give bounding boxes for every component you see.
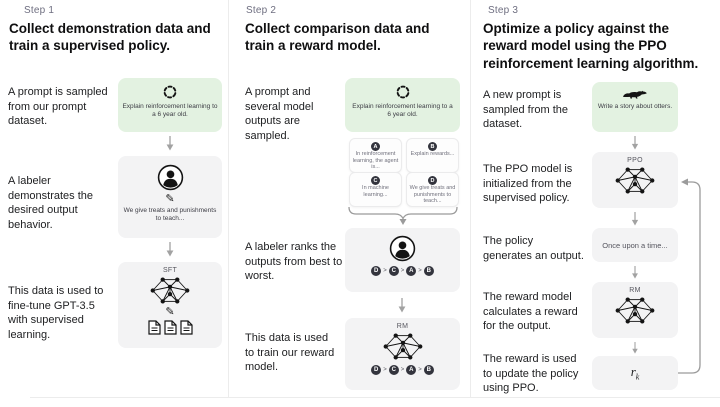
step1-title: Collect demonstration data and train a s… (9, 21, 211, 54)
rank-badge: D (371, 266, 382, 276)
rank-separator: > (383, 367, 387, 373)
feedback-loop-arrow (678, 178, 701, 374)
network-icon (615, 166, 655, 195)
rank-badge: B (423, 365, 434, 375)
bottom-rule (30, 397, 720, 398)
arrow-down-icon (630, 212, 640, 226)
output-text: We give treats and punishments to teach.… (409, 185, 456, 205)
step3-caption-update: The reward is used to update the policy … (483, 353, 579, 395)
network-icon (615, 296, 655, 325)
output-box-a: A In reinforcement learning, the agent i… (349, 138, 402, 173)
step1-labeler-note: We give treats and punishments to teach.… (123, 207, 217, 223)
rm-label: RM (629, 287, 641, 294)
arrow-down-icon (630, 266, 640, 279)
rank-badge: C (388, 266, 399, 276)
column-divider (228, 0, 229, 397)
step3-caption-prompt: A new prompt is sampled from the dataset… (483, 89, 568, 131)
step3-prompt-box: Write a story about otters. (592, 82, 678, 132)
arrow-down-icon (630, 136, 640, 150)
step1-prompt-text: Explain reinforcement learning to a 6 ye… (122, 103, 218, 119)
step2-prompt-box: Explain reinforcement learning to a 6 ye… (345, 78, 460, 132)
network-icon (383, 332, 423, 361)
documents-icon (148, 320, 193, 335)
output-text: In machine learning... (362, 185, 389, 198)
arrow-down-icon (397, 298, 407, 313)
reward-symbol: rk (630, 364, 640, 382)
step3-output-text: Once upon a time... (602, 240, 668, 250)
rank-separator: > (400, 367, 405, 373)
rank-separator: > (418, 268, 422, 274)
step3-title: Optimize a policy against the reward mod… (483, 21, 699, 71)
arrow-down-icon (165, 136, 175, 151)
step2-title: Collect comparison data and train a rewa… (245, 21, 430, 54)
rank-badge: C (388, 365, 399, 375)
rm-label: RM (396, 323, 409, 330)
sample-icon (162, 84, 178, 100)
step2-prompt-text: Explain reinforcement learning to a 6 ye… (352, 103, 453, 119)
step1-labeler-box: ✎ We give treats and punishments to teac… (118, 156, 222, 238)
step2-labeler-box: D > C > A > B (345, 228, 460, 292)
rank-separator: > (418, 367, 422, 373)
step3-prompt-text: Write a story about otters. (597, 103, 673, 110)
step3-caption-reward: The reward model calculates a reward for… (483, 291, 578, 333)
ppo-label: PPO (627, 157, 643, 164)
column-divider (470, 0, 471, 397)
step3-output-box: Once upon a time... (592, 228, 678, 262)
rank-separator: > (383, 268, 387, 274)
step3-rm-box: RM (592, 282, 678, 338)
step2-caption-prompt: A prompt and several model outputs are s… (245, 86, 314, 142)
step1-sft-box: SFT ✎ (118, 262, 222, 348)
rank-separator: > (400, 268, 405, 274)
step1-caption-labeler: A labeler demonstrates the desired outpu… (8, 175, 93, 231)
output-badge: A (371, 142, 380, 151)
step3-caption-init: The PPO model is initialized from the su… (483, 163, 573, 205)
ranking-row: D > C > A > B (371, 266, 434, 276)
pencil-icon: ✎ (165, 306, 175, 318)
output-badge: C (371, 176, 380, 185)
step3-ppo-box: PPO (592, 152, 678, 208)
rank-badge: A (406, 266, 417, 276)
output-badge: D (428, 176, 437, 185)
step2-label: Step 2 (246, 5, 277, 16)
step1-caption-prompt: A prompt is sampled from our prompt data… (8, 86, 108, 128)
step1-prompt-box: Explain reinforcement learning to a 6 ye… (118, 78, 222, 132)
step3-caption-output: The policy generates an output. (483, 235, 584, 262)
output-box-b: B Explain rewards... (406, 138, 459, 173)
step3-reward-box: rk (592, 356, 678, 390)
rank-badge: A (406, 365, 417, 375)
step3-label: Step 3 (488, 5, 519, 16)
sample-icon (395, 84, 411, 100)
output-text: Explain rewards... (410, 151, 455, 157)
output-box-d: D We give treats and punishments to teac… (406, 172, 459, 207)
rank-badge: D (371, 365, 382, 375)
arrow-down-icon (630, 342, 640, 354)
otter-icon (622, 89, 648, 100)
pencil-icon: ✎ (165, 193, 175, 205)
step1-label: Step 1 (24, 5, 55, 16)
brace-icon (348, 206, 458, 225)
sft-label: SFT (162, 267, 178, 274)
output-text: In reinforcement learning, the agent is.… (352, 151, 399, 171)
step2-caption-train: This data is used to train our reward mo… (245, 332, 335, 374)
labeler-icon (389, 235, 416, 262)
labeler-icon (157, 164, 184, 191)
step1-caption-train: This data is used to fine-tune GPT-3.5 w… (8, 285, 104, 341)
network-icon (150, 276, 190, 305)
output-box-c: C In machine learning... (349, 172, 402, 207)
step2-rm-box: RM D > C > A > B (345, 318, 460, 390)
step2-caption-rank: A labeler ranks the outputs from best to… (245, 241, 343, 283)
output-badge: B (428, 142, 437, 151)
rank-badge: B (423, 266, 434, 276)
ranking-row: D > C > A > B (371, 365, 434, 375)
arrow-down-icon (165, 242, 175, 257)
